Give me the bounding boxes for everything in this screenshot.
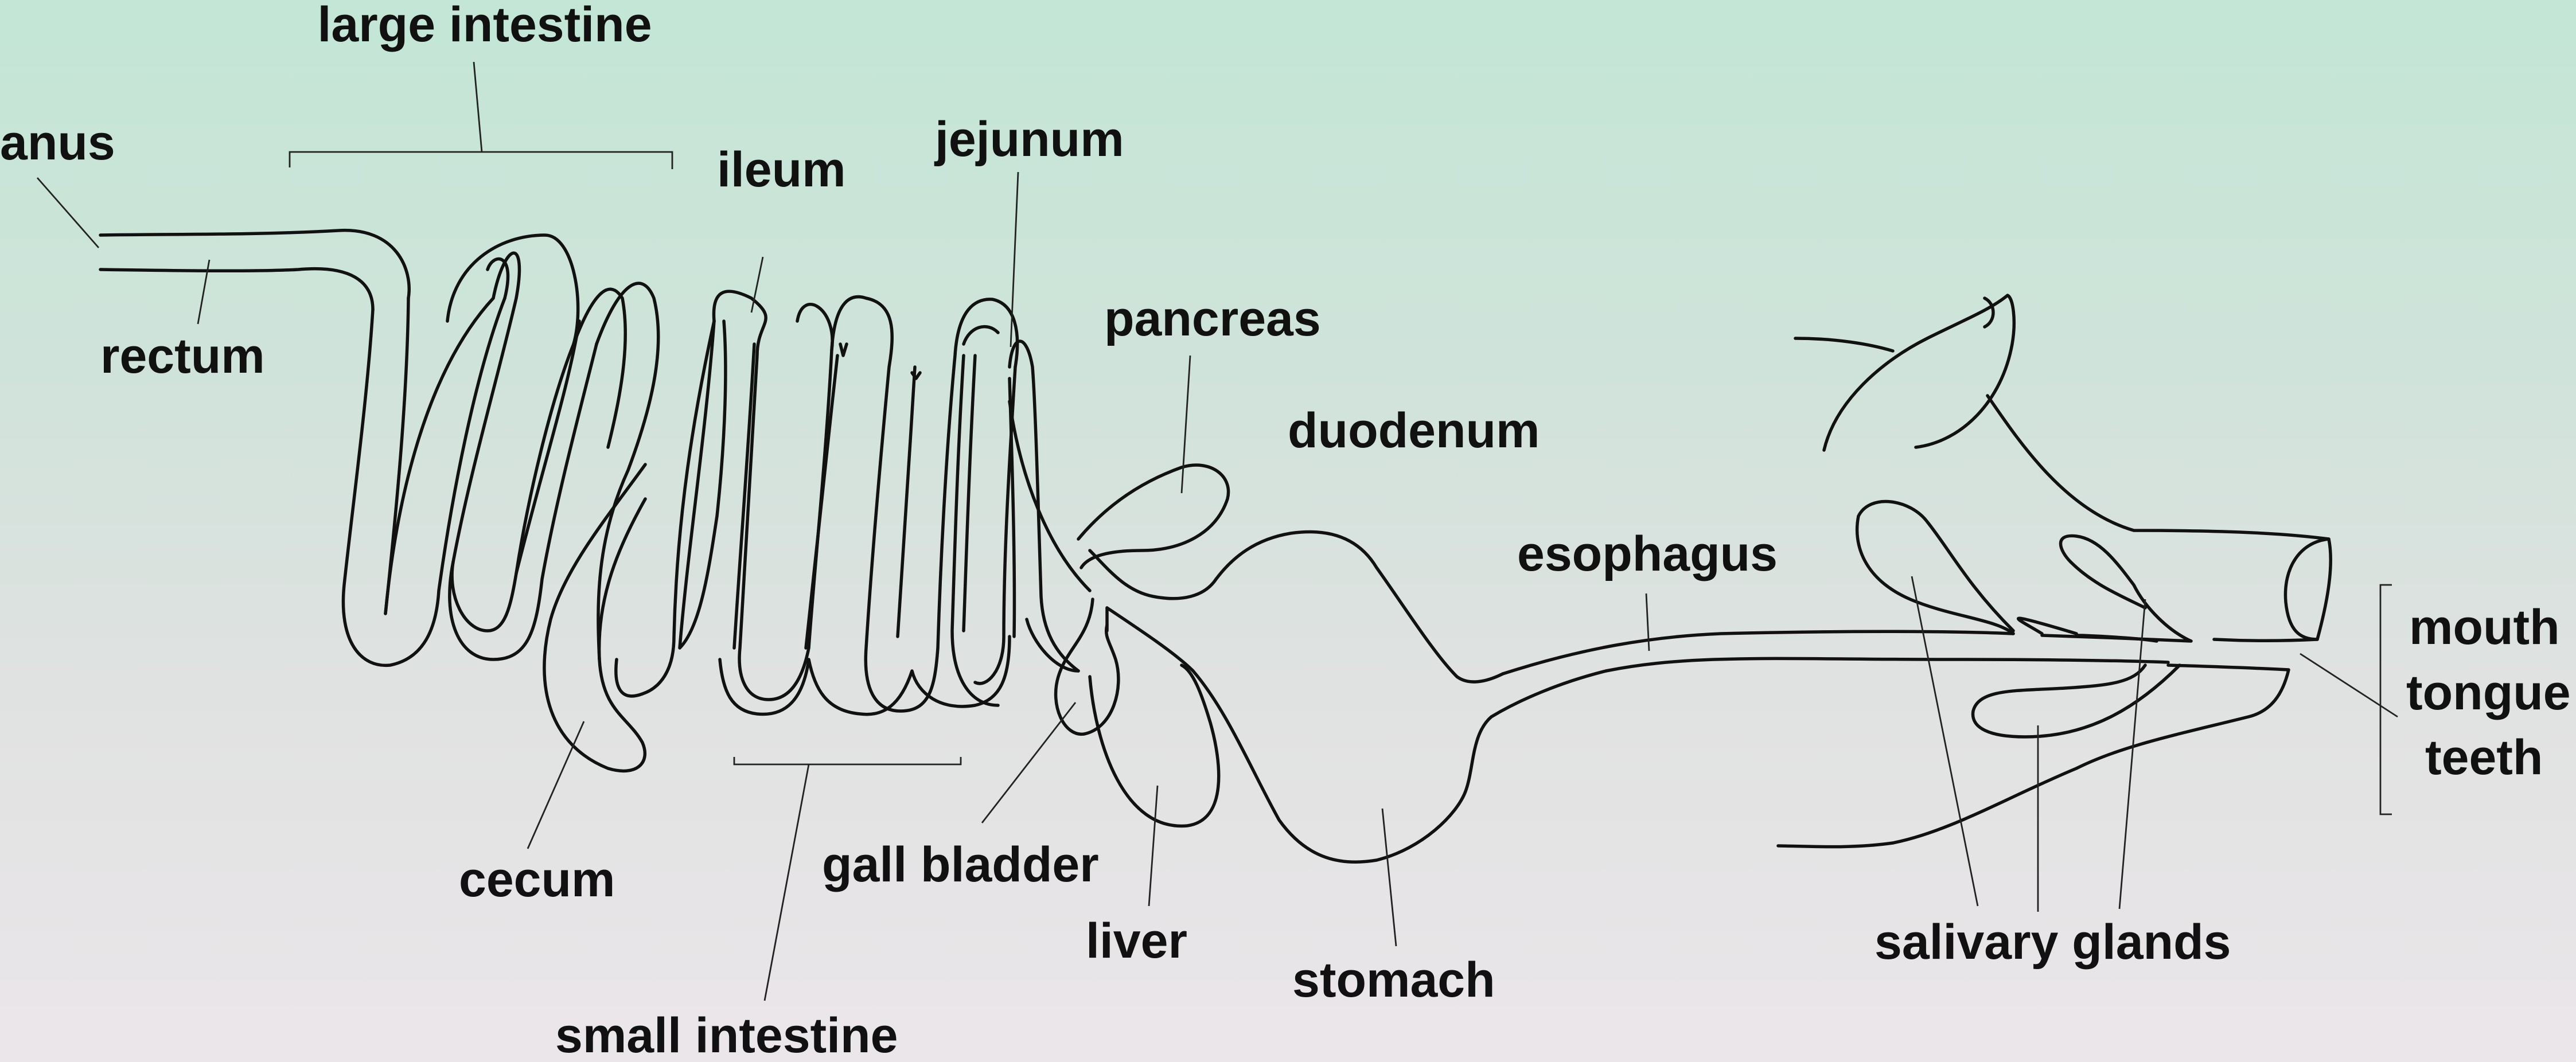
pancreas xyxy=(1078,465,1229,599)
label-large-intestine: large intestine xyxy=(317,0,652,52)
label-pancreas: pancreas xyxy=(1104,291,1321,346)
label-rectum: rectum xyxy=(100,329,265,384)
leader-lines xyxy=(37,62,2398,1001)
label-gall-bladder: gall bladder xyxy=(822,837,1099,892)
label-duodenum: duodenum xyxy=(1288,403,1540,458)
large-intestine-bracket xyxy=(290,152,672,169)
label-tongue: tongue xyxy=(2406,665,2571,720)
label-ileum: ileum xyxy=(717,142,846,197)
label-anus: anus xyxy=(0,115,115,170)
label-salivary-glands: salivary glands xyxy=(1874,915,2231,970)
label-small-intestine: small intestine xyxy=(555,1008,898,1062)
mouth-bracket xyxy=(2380,585,2392,814)
label-stomach: stomach xyxy=(1292,952,1495,1008)
liver xyxy=(1090,665,1219,826)
label-teeth: teeth xyxy=(2425,730,2543,785)
small-intestine xyxy=(574,283,1090,714)
head-outline xyxy=(1778,295,2331,847)
label-liver: liver xyxy=(1086,913,1187,969)
label-jejunum: jejunum xyxy=(934,112,1124,167)
salivary-glands xyxy=(1857,502,2191,737)
label-cecum: cecum xyxy=(459,852,615,907)
rectum-tube xyxy=(100,231,409,310)
cecum xyxy=(544,464,645,771)
small-intestine-bracket xyxy=(734,757,961,764)
label-mouth: mouth xyxy=(2409,600,2560,655)
label-esophagus: esophagus xyxy=(1517,526,1778,581)
